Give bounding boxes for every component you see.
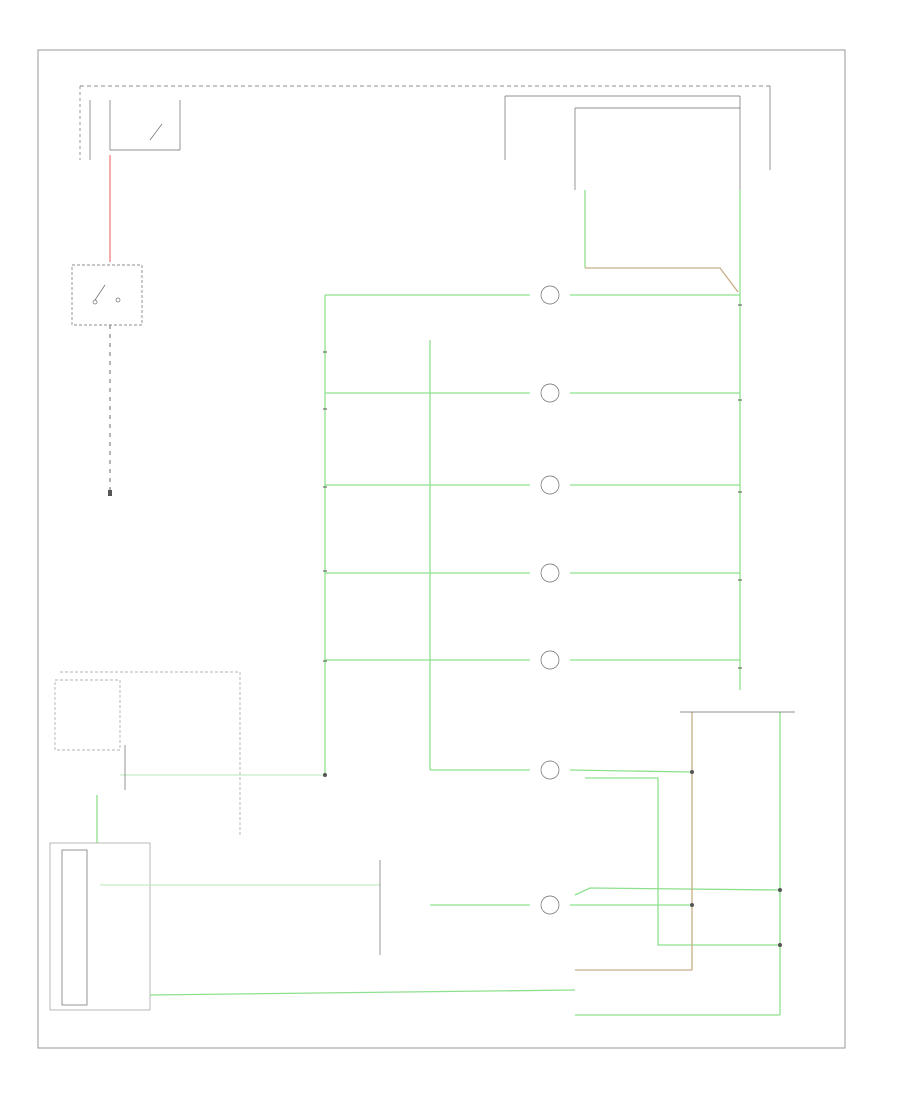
bulb-3 [540, 475, 560, 495]
diagram-frame [37, 49, 846, 1049]
bulb-7 [540, 895, 560, 915]
bulb-4 [540, 563, 560, 583]
top-power-bus [79, 85, 770, 160]
bulb-1 [540, 285, 560, 305]
bulb-2 [540, 383, 560, 403]
tail-light-relay [109, 100, 181, 151]
top-right-relay [504, 86, 771, 190]
bulb-5 [540, 650, 560, 670]
bulb-row-2 [325, 383, 740, 403]
bulb-row-3 [325, 475, 740, 495]
bulb-row-4 [325, 563, 740, 583]
bulb-row-1 [325, 285, 740, 305]
illumination-switch-box [71, 264, 143, 326]
left-ground-wire [108, 325, 112, 496]
bulb-row-5 [325, 650, 740, 670]
meter-bottom-wire [149, 989, 576, 996]
bulb-6 [540, 760, 560, 780]
illumination-switch-contacts [92, 284, 121, 305]
dimmer-module-box [54, 679, 121, 751]
bulb-row-7 [430, 887, 781, 915]
connector-ticks [323, 304, 782, 947]
tan-wire-top [585, 267, 739, 293]
bulb-row-6 [430, 760, 780, 946]
combination-meter-box [49, 842, 151, 1011]
meter-inner-panel [61, 849, 88, 1006]
